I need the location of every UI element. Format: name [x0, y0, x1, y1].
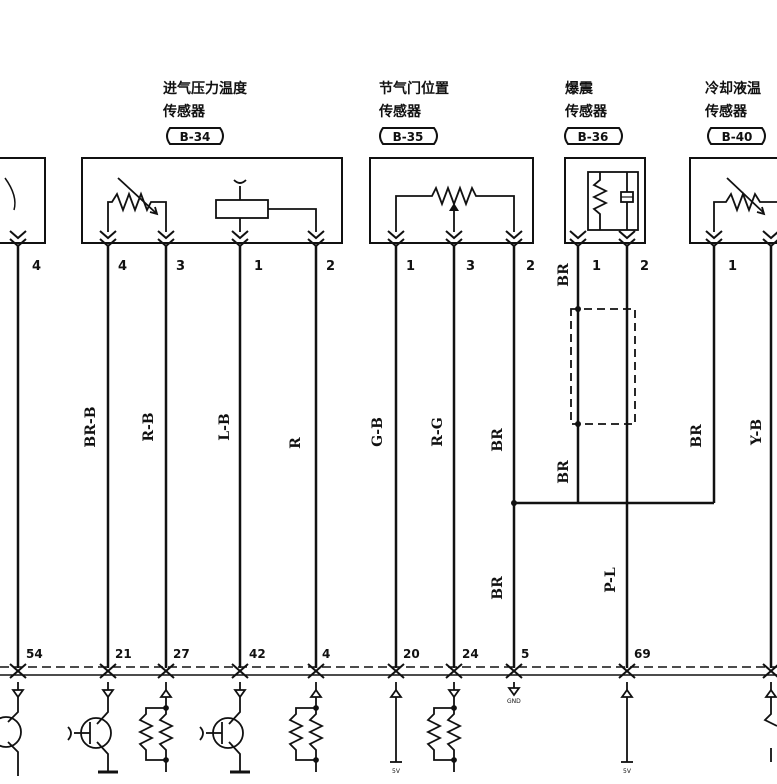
thermistor-symbol: [107, 177, 167, 232]
sensor-box-partial-left: [0, 157, 46, 244]
partial-circuit-right: [763, 682, 777, 762]
svg-text:B-34: B-34: [180, 130, 211, 144]
pin-number: 4: [32, 259, 41, 274]
sensor-code-badge-intake: B-34: [166, 127, 224, 145]
resistor-network-symbol: [287, 682, 325, 772]
ecu-pin-number: 27: [173, 647, 190, 661]
pin-number: 3: [466, 259, 475, 274]
potentiometer-symbol: [395, 185, 515, 232]
pressure-element-symbol: [215, 179, 317, 232]
wire-label: BR-B: [83, 406, 99, 447]
pin-number: 3: [176, 259, 185, 274]
voltage-reference-symbol: [389, 682, 403, 763]
sensor-title-intake-line2: 传感器: [162, 103, 206, 120]
wire-label: BR: [556, 460, 572, 484]
sensor-title-intake-line1: 进气压力温度: [163, 80, 248, 97]
pin-number: 4: [118, 259, 127, 274]
ground-label: GND: [507, 698, 521, 705]
wire-label: BR: [556, 263, 572, 287]
pin-number: 1: [728, 259, 737, 274]
ecu-pin-number: 54: [26, 647, 43, 661]
pin-number: 2: [526, 259, 535, 274]
sensor-title-coolant-line2: 传感器: [704, 103, 748, 120]
ground-symbol: [507, 682, 521, 697]
coolant-thermistor-symbol: [713, 177, 777, 232]
sensor-box-intake: [81, 157, 343, 244]
wire-label: BR: [689, 424, 705, 448]
voltage-label: 5V: [392, 768, 401, 775]
ecu-pin-number: 42: [249, 647, 266, 661]
voltage-label: 5V: [623, 768, 632, 775]
ecu-pin-number: 20: [403, 647, 420, 661]
transistor-symbol: [0, 682, 25, 776]
wire-label: R-B: [141, 412, 157, 441]
svg-text:B-35: B-35: [393, 130, 424, 144]
sensor-title-throttle-line1: 节气门位置: [379, 80, 449, 97]
knock-element-symbol: [587, 171, 639, 231]
wire-label: G-B: [370, 417, 386, 447]
wire-label: Y-B: [749, 419, 765, 446]
voltage-reference-symbol: [620, 682, 634, 763]
shield-dashed-box: [570, 308, 636, 425]
sensor-code-badge-throttle: B-35: [379, 127, 438, 145]
wire-label: R-G: [430, 417, 446, 446]
sensor-title-knock-line2: 传感器: [564, 103, 608, 120]
pin-number: 2: [640, 259, 649, 274]
wire-label: P-L: [603, 567, 619, 593]
pin-number: 1: [592, 259, 601, 274]
wires: [16, 246, 773, 668]
sensor-code-badge-knock: B-36: [564, 127, 623, 145]
wire-label: L-B: [217, 413, 233, 441]
sensor-code-badge-coolant: B-40: [707, 127, 766, 145]
pin-number: 2: [326, 259, 335, 274]
ecu-pin-number: 21: [115, 647, 132, 661]
svg-text:B-40: B-40: [722, 130, 753, 144]
sensor-title-throttle-line2: 传感器: [378, 103, 422, 120]
sensor-box-throttle: [369, 157, 534, 244]
sensor-title-coolant-line1: 冷却液温: [705, 80, 761, 97]
ecu-pin-number: 5: [521, 647, 529, 661]
transistor-symbol: [199, 682, 250, 774]
ecu-connectors: [9, 663, 777, 679]
splice-dot: [511, 500, 517, 506]
sensor-box-coolant: [689, 157, 777, 244]
ecu-pin-number: 69: [634, 647, 651, 661]
wire-label: BR: [490, 428, 506, 452]
svg-text:B-36: B-36: [578, 130, 609, 144]
ecu-pin-number: 4: [322, 647, 330, 661]
resistor-network-symbol: [137, 682, 175, 772]
sensor-box-knock: [564, 157, 646, 244]
pin-number: 1: [254, 259, 263, 274]
pin-number: 1: [406, 259, 415, 274]
sensor-title-knock-line1: 爆震: [565, 80, 594, 97]
resistor-network-symbol: [425, 682, 463, 772]
wire-label: R: [288, 437, 304, 449]
wire-label: BR: [490, 576, 506, 600]
transistor-symbol: [67, 682, 118, 774]
ecu-pin-number: 24: [462, 647, 479, 661]
